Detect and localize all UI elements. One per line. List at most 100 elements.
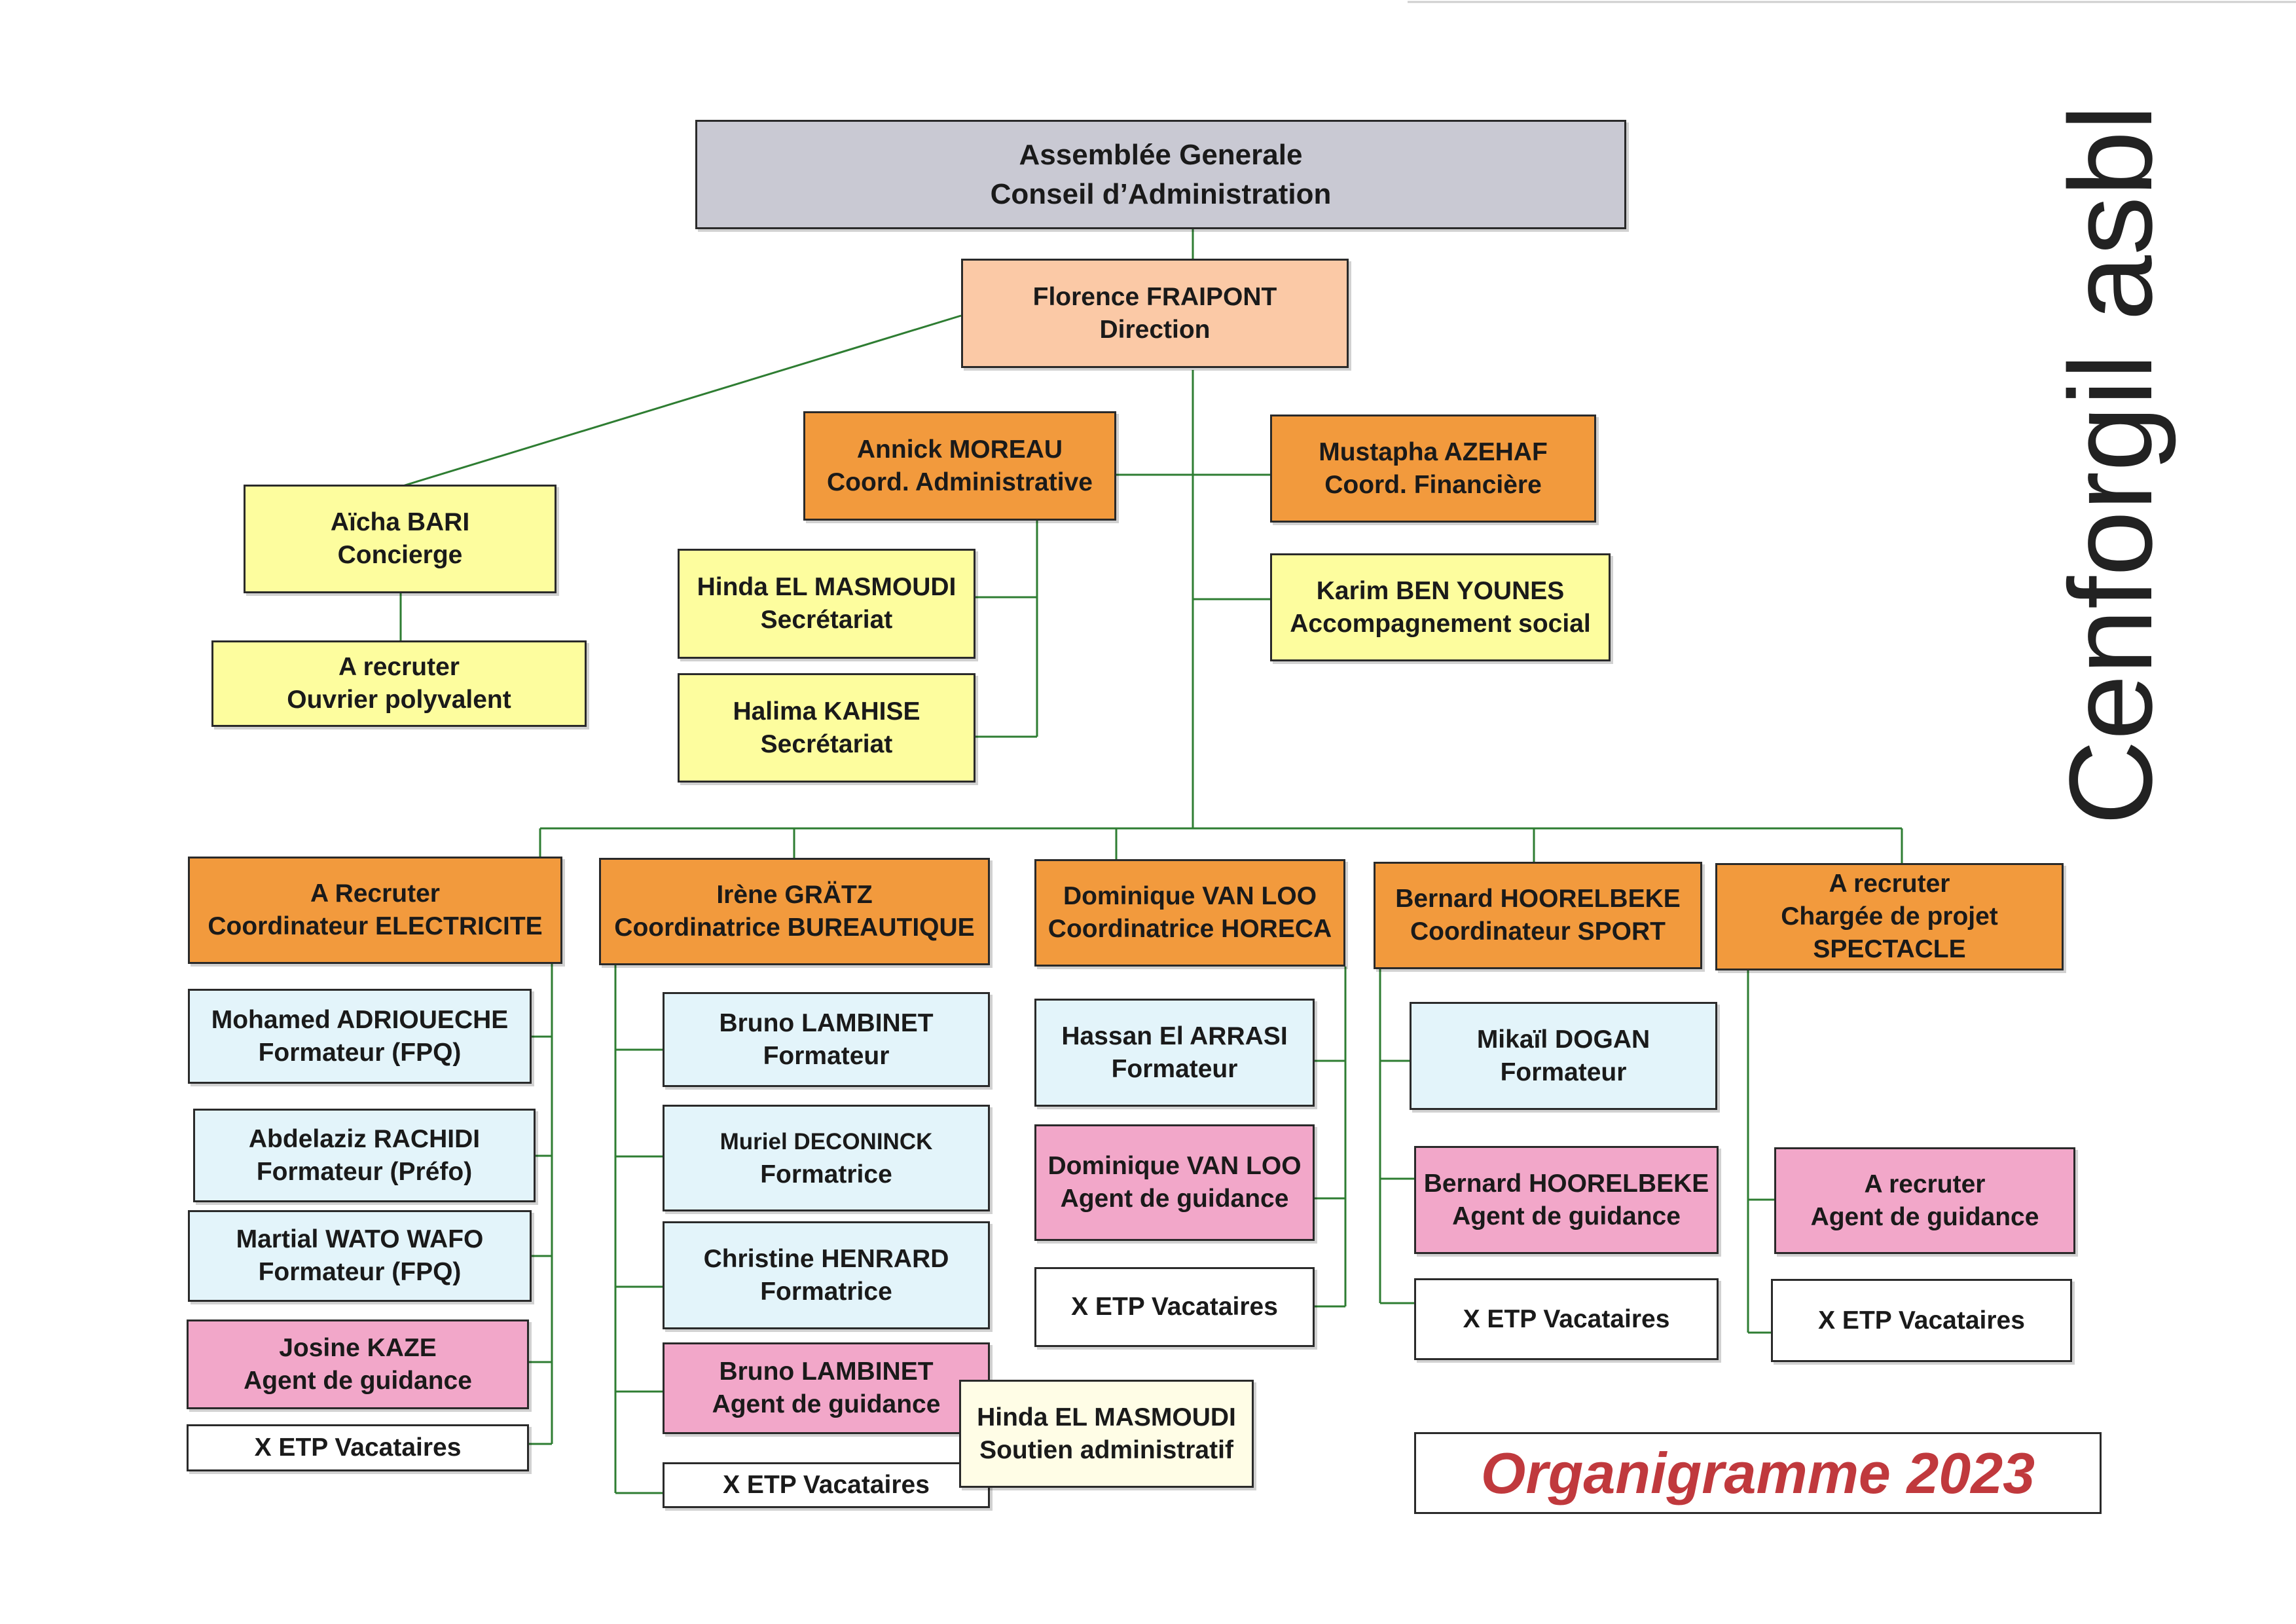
sport-member-1: Mikaïl DOGAN Formateur	[1410, 1002, 1717, 1110]
spectacle-member-1: A recruter Agent de guidance	[1774, 1147, 2075, 1254]
concierge-name: Aïcha BARI	[330, 508, 470, 536]
dept-sport-name: Bernard HOORELBEKE	[1395, 885, 1681, 913]
dept-horeca-name: Dominique VAN LOO	[1063, 882, 1317, 910]
dept-bureautique-role: Coordinatrice BUREAUTIQUE	[614, 913, 975, 942]
dept-bureautique-head: Irène GRÄTZ Coordinatrice BUREAUTIQUE	[599, 858, 990, 965]
sport-vacataires: X ETP Vacataires	[1414, 1278, 1719, 1360]
member-role: Agent de guidance	[1452, 1202, 1681, 1230]
dept-spectacle-name: A recruter	[1829, 870, 1950, 898]
bureautique-member-3: Christine HENRARD Formatrice	[663, 1221, 990, 1329]
member-name: Martial WATO WAFO	[236, 1225, 484, 1253]
coord-admin-role: Coord. Administrative	[827, 468, 1093, 496]
governance-label: Assemblée Generale	[1019, 138, 1303, 171]
bureautique-member-1: Bruno LAMBINET Formateur	[663, 992, 990, 1087]
vacataires-label: X ETP Vacataires	[254, 1433, 462, 1462]
member-name: Bernard HOORELBEKE	[1423, 1169, 1709, 1198]
member-name: Josine KAZE	[279, 1333, 437, 1362]
member-role: Agent de guidance	[712, 1390, 941, 1418]
electricite-member-1: Mohamed ADRIOUECHE Formateur (FPQ)	[188, 989, 532, 1084]
member-role: Agent de guidance	[1810, 1202, 2039, 1231]
vacataires-label: X ETP Vacataires	[1463, 1304, 1670, 1333]
electricite-member-2: Abdelaziz RACHIDI Formateur (Préfo)	[193, 1109, 536, 1202]
admin-support-name: Hinda EL MASMOUDI	[977, 1403, 1236, 1431]
member-name: Mikaïl DOGAN	[1476, 1025, 1650, 1054]
member-role: Formatrice	[760, 1160, 892, 1189]
admin-support-role: Soutien administratif	[979, 1435, 1233, 1464]
worker-role: Ouvrier polyvalent	[287, 686, 511, 714]
electricite-member-4: Josine KAZE Agent de guidance	[187, 1320, 529, 1409]
social-box: Karim BEN YOUNES Accompagnement social	[1270, 553, 1611, 661]
member-role: Agent de guidance	[1060, 1185, 1289, 1213]
bureautique-vacataires: X ETP Vacataires	[663, 1462, 990, 1508]
dept-sport-role: Coordinateur SPORT	[1410, 917, 1666, 946]
secretariat2-box: Halima KAHISE Secrétariat	[678, 673, 975, 783]
member-role: Formatrice	[760, 1277, 892, 1306]
direction-role: Direction	[1099, 315, 1211, 344]
member-name: Muriel DECONINCK	[720, 1128, 933, 1154]
direction-name: Florence FRAIPONT	[1032, 282, 1277, 311]
dept-horeca-role: Coordinatrice HORECA	[1048, 915, 1332, 943]
coord-fin-box: Mustapha AZEHAF Coord. Financière	[1270, 415, 1596, 523]
member-role: Formateur (FPQ)	[258, 1258, 462, 1286]
coord-fin-role: Coord. Financière	[1324, 470, 1542, 499]
horeca-member-2: Dominique VAN LOO Agent de guidance	[1034, 1124, 1315, 1241]
dept-electricite-role: Coordinateur ELECTRICITE	[208, 912, 543, 940]
member-role: Formateur	[1111, 1054, 1238, 1083]
sport-member-2: Bernard HOORELBEKE Agent de guidance	[1414, 1146, 1719, 1254]
social-name: Karim BEN YOUNES	[1316, 576, 1565, 605]
member-name: Hassan El ARRASI	[1061, 1022, 1288, 1050]
coord-admin-box: Annick MOREAU Coord. Administrative	[803, 411, 1116, 521]
dept-electricite-name: A Recruter	[310, 879, 440, 908]
member-name: Christine HENRARD	[703, 1244, 949, 1273]
vacataires-label: X ETP Vacataires	[1818, 1306, 2025, 1335]
dept-horeca-head: Dominique VAN LOO Coordinatrice HORECA	[1034, 859, 1345, 967]
member-name: Bruno LAMBINET	[719, 1008, 934, 1037]
bureautique-member-4: Bruno LAMBINET Agent de guidance	[663, 1342, 990, 1434]
member-role: Agent de guidance	[244, 1366, 472, 1395]
secretariat1-role: Secrétariat	[760, 606, 893, 634]
admin-support-box: Hinda EL MASMOUDI Soutien administratif	[959, 1380, 1254, 1488]
social-role: Accompagnement social	[1290, 609, 1591, 638]
coord-fin-name: Mustapha AZEHAF	[1319, 437, 1548, 466]
chart-title: Organigramme 2023	[1414, 1432, 2102, 1514]
bureautique-member-2: Muriel DECONINCK Formatrice	[663, 1105, 990, 1211]
direction-box: Florence FRAIPONT Direction	[961, 259, 1349, 368]
member-name: Abdelaziz RACHIDI	[248, 1124, 481, 1153]
dept-spectacle-area: SPECTACLE	[1813, 935, 1966, 963]
member-name: Dominique VAN LOO	[1048, 1152, 1302, 1180]
spectacle-vacataires: X ETP Vacataires	[1771, 1279, 2072, 1362]
connector-direction-concierge	[400, 314, 962, 488]
electricite-vacataires: X ETP Vacataires	[187, 1424, 529, 1471]
secretariat2-role: Secrétariat	[760, 729, 893, 758]
electricite-member-3: Martial WATO WAFO Formateur (FPQ)	[188, 1210, 532, 1302]
company-name: Cenforgil asbl	[2045, 104, 2177, 826]
member-name: A recruter	[1864, 1170, 1986, 1198]
governance-sublabel: Conseil d’Administration	[990, 177, 1332, 210]
member-name: Bruno LAMBINET	[719, 1357, 934, 1386]
secretariat1-box: Hinda EL MASMOUDI Secrétariat	[678, 549, 975, 659]
member-name: Mohamed ADRIOUECHE	[211, 1005, 509, 1034]
dept-spectacle-role: Chargée de projet	[1781, 902, 1998, 931]
concierge-role: Concierge	[337, 541, 463, 569]
dept-sport-head: Bernard HOORELBEKE Coordinateur SPORT	[1374, 862, 1702, 969]
horeca-vacataires: X ETP Vacataires	[1034, 1267, 1315, 1347]
member-role: Formateur	[763, 1041, 890, 1070]
member-role: Formateur (Préfo)	[256, 1157, 473, 1186]
horeca-member-1: Hassan El ARRASI Formateur	[1034, 999, 1315, 1107]
vacataires-label: X ETP Vacataires	[1071, 1293, 1278, 1321]
member-role: Formateur (FPQ)	[258, 1038, 462, 1067]
dept-bureautique-name: Irène GRÄTZ	[716, 881, 873, 909]
member-role: Formateur	[1500, 1058, 1627, 1086]
governance-box: Assemblée Generale Conseil d’Administrat…	[695, 120, 1626, 229]
coord-admin-name: Annick MOREAU	[856, 435, 1063, 464]
concierge-box: Aïcha BARI Concierge	[244, 485, 556, 593]
secretariat1-name: Hinda EL MASMOUDI	[697, 573, 957, 601]
dept-electricite-head: A Recruter Coordinateur ELECTRICITE	[188, 857, 562, 964]
worker-name: A recruter	[338, 653, 460, 681]
worker-box: A recruter Ouvrier polyvalent	[211, 640, 587, 727]
dept-spectacle-head: A recruter Chargée de projet SPECTACLE	[1715, 863, 2064, 970]
vacataires-label: X ETP Vacataires	[723, 1471, 930, 1499]
secretariat2-name: Halima KAHISE	[733, 697, 920, 726]
